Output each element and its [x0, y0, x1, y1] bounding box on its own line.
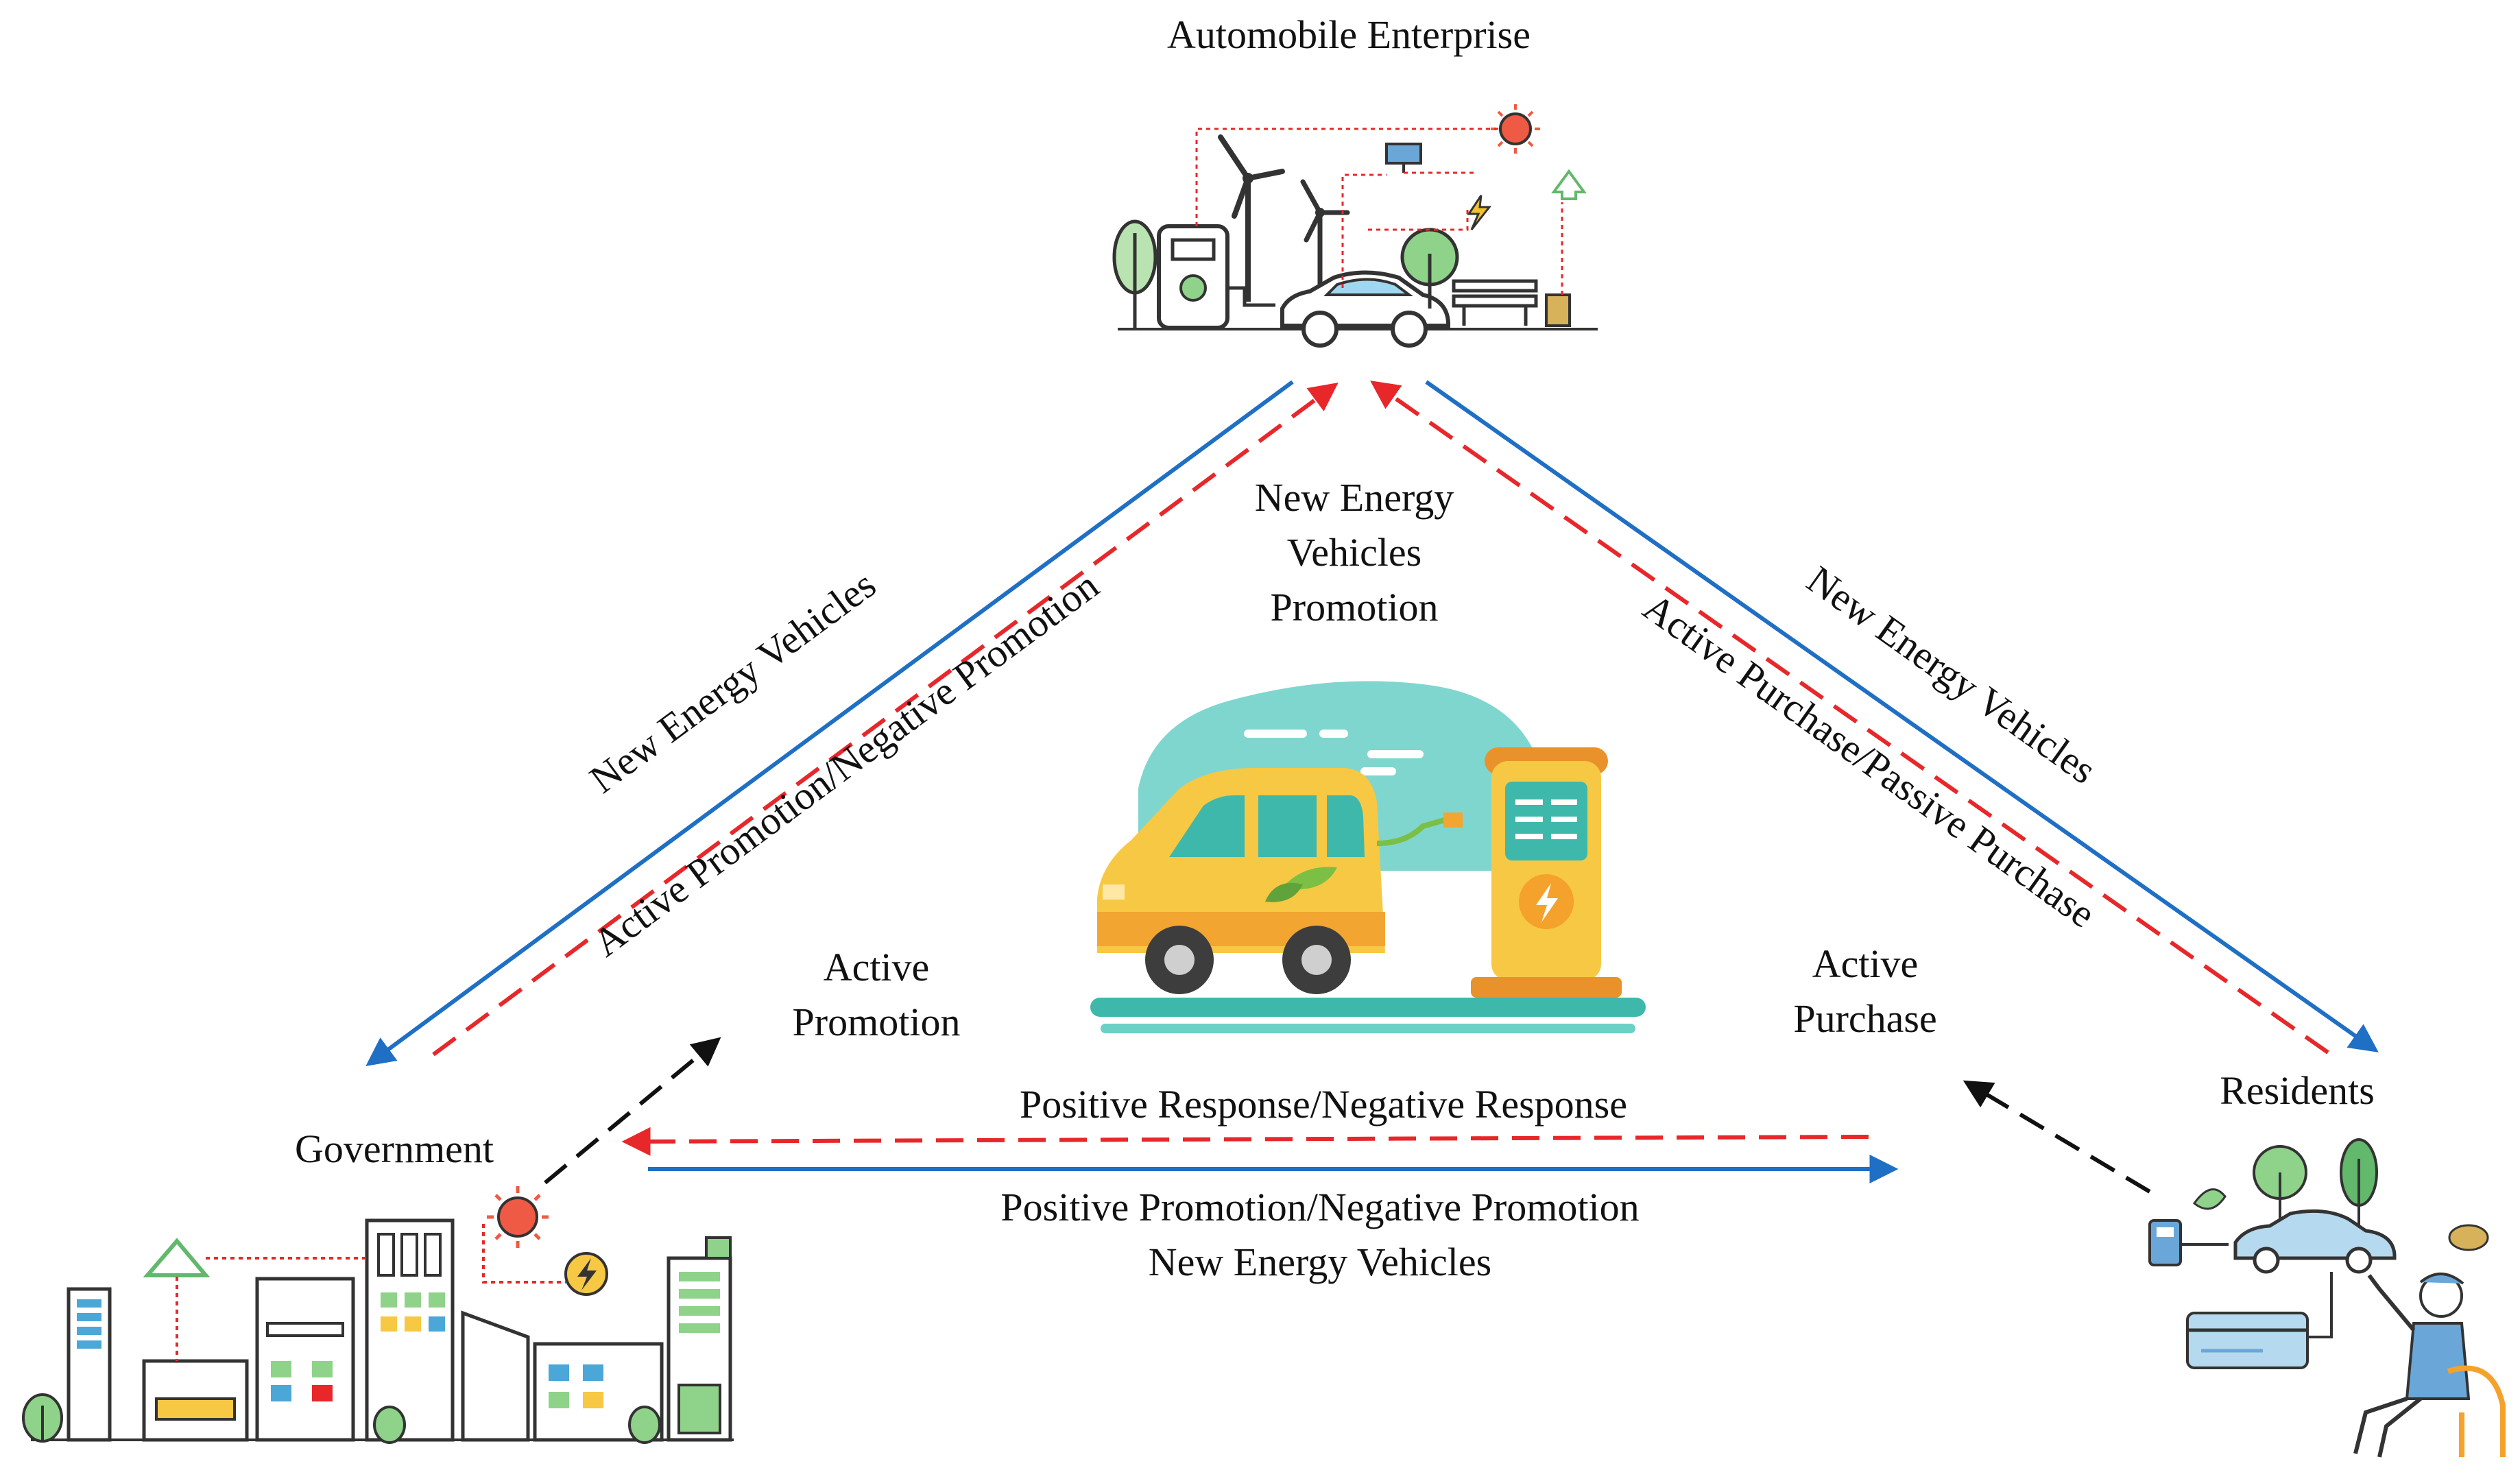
bottom-solid-label-2: New Energy Vehicles — [1149, 1240, 1491, 1284]
lightning-icon — [564, 1252, 608, 1296]
tree-icon — [628, 1406, 661, 1444]
government-label: Government — [295, 1127, 494, 1171]
arrow-enterprise-to-government — [365, 380, 1294, 1066]
arrow-enterprise-to-residents — [1425, 380, 2379, 1052]
person-icon — [2353, 1273, 2506, 1458]
arrow-active-purchase — [1963, 1080, 2151, 1194]
active-purchase-label-2: Purchase — [1793, 996, 1936, 1041]
charging-station-icon — [1157, 224, 1275, 330]
arrow-residents-to-enterprise — [1370, 381, 2329, 1055]
government-illustration — [22, 1186, 734, 1444]
enterprise-illustration — [1112, 104, 1598, 348]
active-promotion-label-1: Active — [824, 945, 930, 989]
arrow-government-to-enterprise — [432, 382, 1339, 1057]
tree-icon — [22, 1393, 63, 1443]
enterprise-label: Automobile Enterprise — [1167, 12, 1531, 57]
residents-illustration — [2148, 1138, 2506, 1458]
center-label-line1: New Energy — [1255, 475, 1454, 520]
arrow-residents-to-government — [621, 1127, 1869, 1156]
tree-icon — [1112, 219, 1157, 329]
active-promotion-label-2: Promotion — [793, 1000, 961, 1044]
center-label-line2: Vehicles — [1287, 530, 1422, 575]
recycle-icon — [1551, 169, 1587, 200]
recycle-icon — [143, 1238, 211, 1277]
electric-car-icon — [1280, 270, 1450, 348]
ev-charging-illustration — [1090, 681, 1646, 1033]
charging-station-icon — [2148, 1219, 2229, 1266]
charging-pump-icon — [1471, 747, 1622, 998]
ev-car-icon — [1097, 768, 1463, 994]
residents-label: Residents — [2220, 1068, 2375, 1113]
center-label-line3: Promotion — [1271, 585, 1439, 629]
arrow-active-promotion — [544, 1037, 721, 1185]
card-icon — [2186, 1312, 2309, 1369]
sun-icon — [487, 1186, 549, 1248]
electric-car-icon — [2233, 1209, 2397, 1274]
flow-arrows — [365, 380, 2379, 1194]
active-purchase-label-1: Active — [1812, 941, 1919, 986]
bench-icon — [1452, 279, 1538, 326]
tree-icon — [373, 1406, 406, 1444]
bottom-dashed-label: Positive Response/Negative Response — [1020, 1082, 1627, 1127]
trash-bin-icon — [1545, 293, 1571, 327]
lightning-icon — [1467, 195, 1492, 230]
solar-panel-icon — [1385, 143, 1422, 173]
tree-icon — [2340, 1138, 2378, 1234]
coin-icon — [2448, 1224, 2489, 1251]
tree-icon — [2253, 1145, 2307, 1231]
bottom-solid-label-1: Positive Promotion/Negative Promotion — [1000, 1185, 1639, 1229]
leaf-icon — [2192, 1188, 2227, 1210]
wind-turbine-icon — [1218, 134, 1285, 302]
